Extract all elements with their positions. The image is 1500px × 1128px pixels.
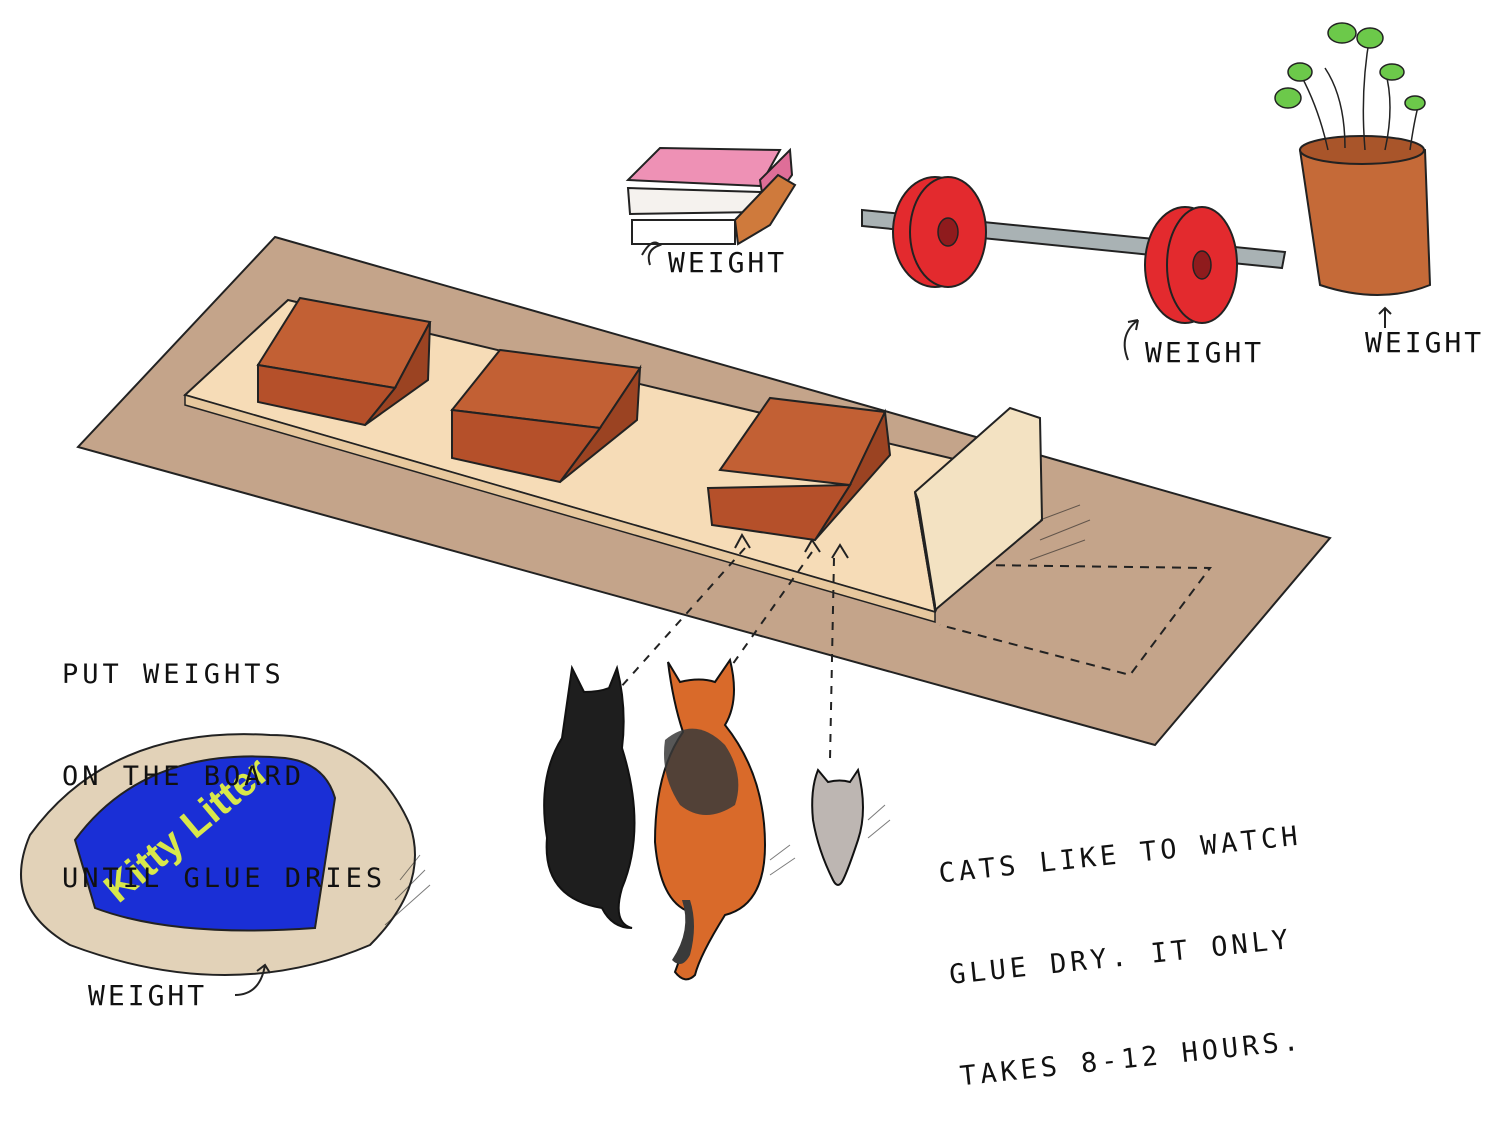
litter-bag: Kitty Litter (20, 733, 416, 976)
grey-kitten (811, 767, 864, 886)
board-instruction-line-1: PUT WEIGHTS (62, 659, 285, 690)
pot-weight-label: WEIGHT (1365, 326, 1484, 359)
barbell (861, 176, 1287, 324)
calico-cat (653, 657, 767, 981)
board-instruction: PUT WEIGHTS ON THE BOARD UNTIL GLUE DRIE… (62, 590, 386, 930)
black-cat (543, 664, 636, 929)
barbell-weight-label: WEIGHT (1145, 336, 1264, 369)
dashed-outline (939, 564, 1212, 677)
pot-arrow (1378, 306, 1392, 328)
barbell-arrow (1123, 319, 1139, 361)
books-arrow (641, 241, 662, 266)
book-stack (625, 146, 797, 246)
cats-note-line-2: GLUE DRY. IT ONLY (947, 924, 1294, 991)
glue-markers (619, 532, 849, 761)
litter-arrow (234, 963, 271, 996)
board-instruction-line-3: UNTIL GLUE DRIES (62, 863, 387, 894)
seedlings (1274, 22, 1426, 151)
shadow-hatching (384, 504, 1091, 926)
brick-2 (450, 348, 642, 484)
illustration: WEIGHT WEIGHT WEIGHT Kitty Litter WEIGHT (20, 22, 1484, 1012)
board-instruction-line-2: ON THE BOARD (62, 761, 306, 792)
litter-weight-label: WEIGHT (88, 979, 207, 1012)
plant-pot (1298, 135, 1432, 296)
wooden-block (913, 406, 1044, 612)
cats-note-line-1: CATS LIKE TO WATCH (937, 820, 1304, 890)
cats-note: CATS LIKE TO WATCH GLUE DRY. IT ONLY TAK… (930, 752, 1328, 1128)
cats-note-line-3: TAKES 8-12 HOURS. (958, 1025, 1305, 1093)
brick-3 (706, 396, 892, 542)
brick-1 (256, 296, 432, 427)
books-weight-label: WEIGHT (668, 246, 787, 279)
